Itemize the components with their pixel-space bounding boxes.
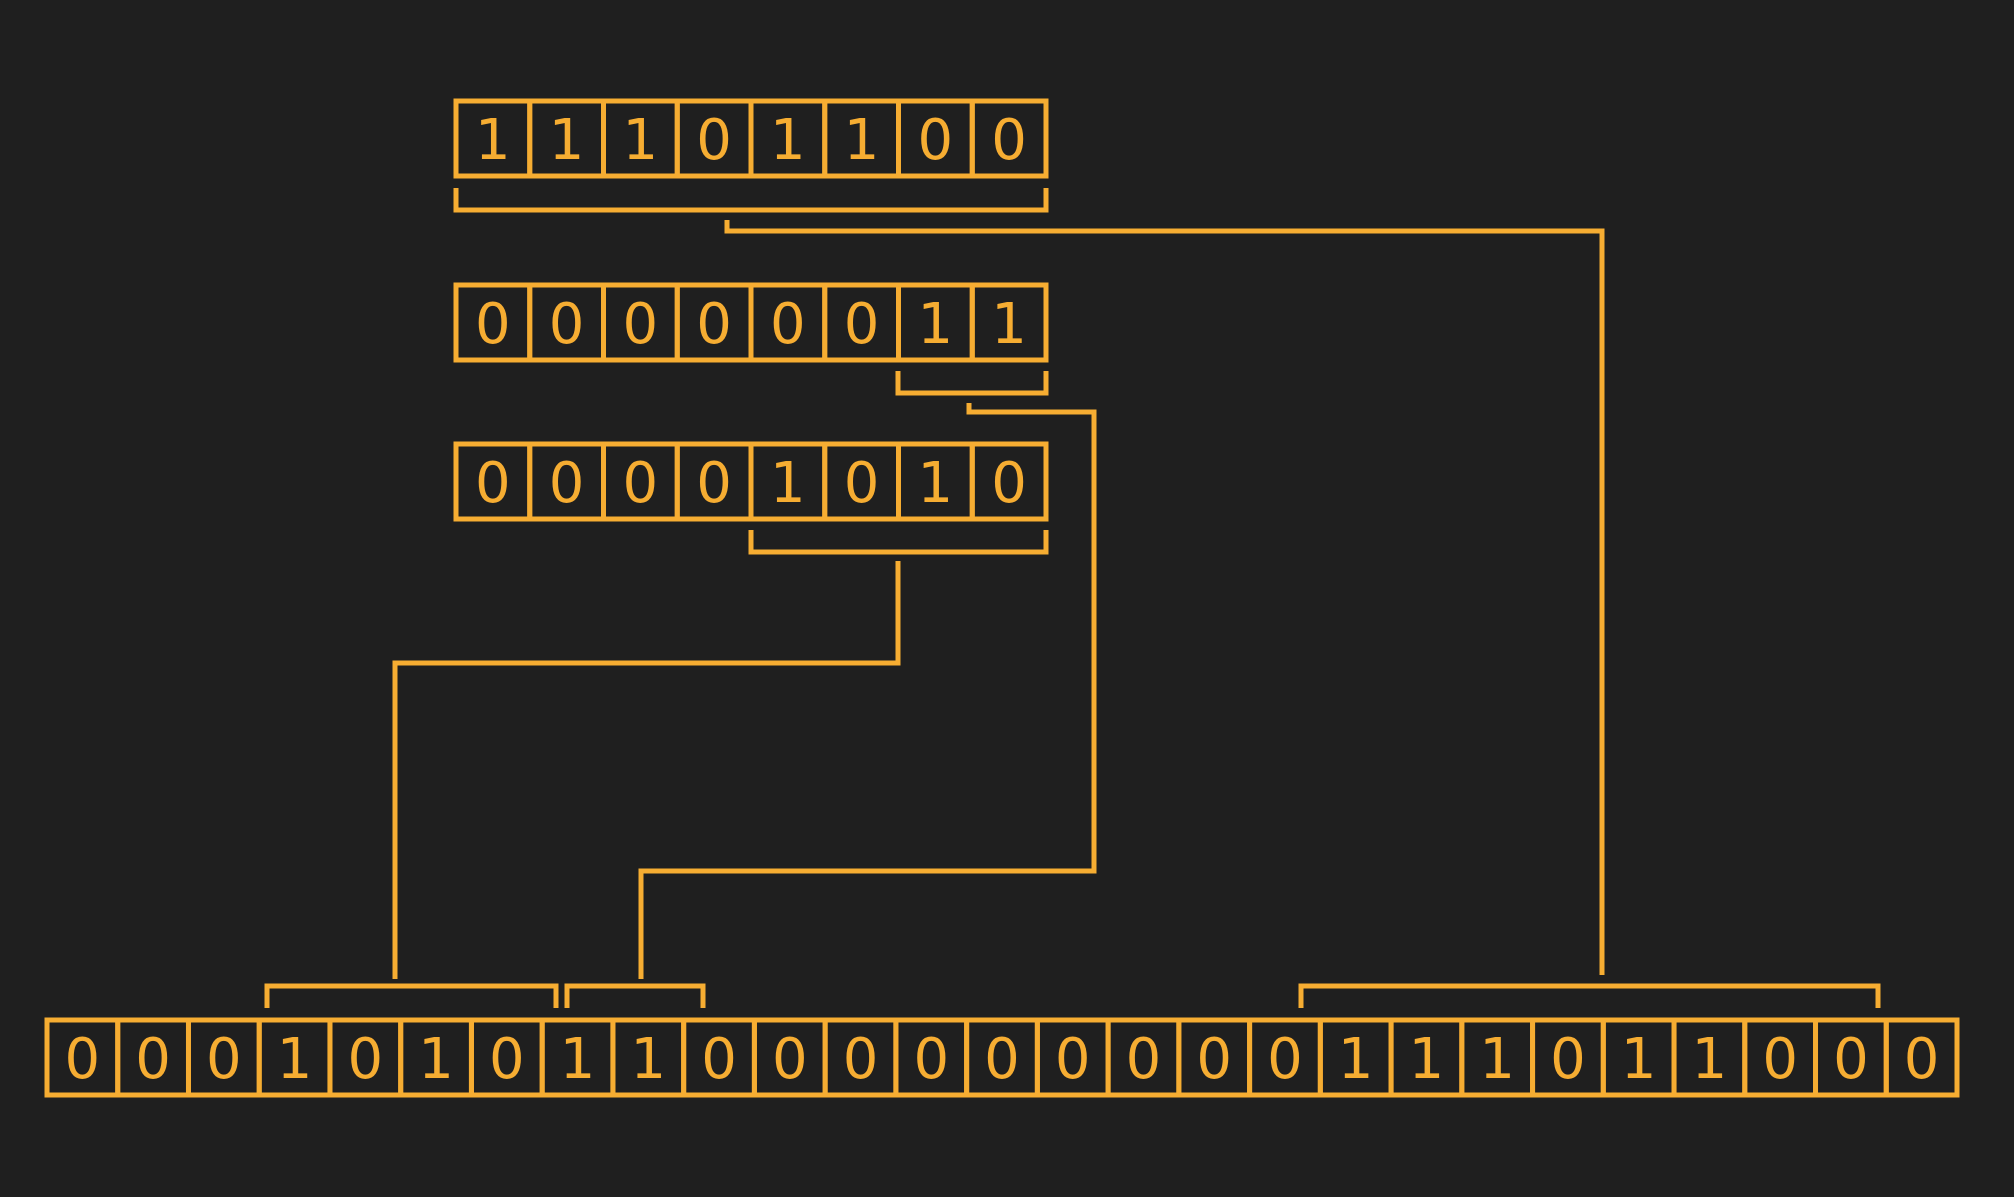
bit-value: 1 [1479, 1027, 1515, 1092]
bit-value: 1 [918, 451, 954, 516]
bit-value: 0 [623, 451, 659, 516]
bit-value: 0 [844, 451, 880, 516]
bit-value: 1 [1621, 1027, 1657, 1092]
bit-value: 0 [135, 1027, 171, 1092]
bit-value: 0 [696, 108, 732, 173]
bit-value: 0 [1550, 1027, 1586, 1092]
connector-byte-c-to-packed [392, 561, 901, 979]
bit-value: 1 [630, 1027, 666, 1092]
bit-value: 0 [475, 292, 511, 357]
bit-value: 0 [770, 292, 806, 357]
bit-cell [1883, 1017, 1960, 1098]
bit-value: 0 [549, 292, 585, 357]
bit-value: 0 [844, 292, 880, 357]
bit-value: 0 [1196, 1027, 1232, 1092]
bit-value: 0 [489, 1027, 525, 1092]
bit-value: 1 [918, 292, 954, 357]
bit-value: 0 [1267, 1027, 1303, 1092]
bracket-byte-a-all-bits [453, 188, 1049, 213]
bit-value: 0 [772, 1027, 808, 1092]
bit-value: 1 [277, 1027, 313, 1092]
bit-value: 0 [918, 108, 954, 173]
bit-value: 1 [560, 1027, 596, 1092]
bit-value: 1 [549, 108, 585, 173]
bit-value: 0 [701, 1027, 737, 1092]
bit-cell [969, 441, 1049, 522]
bit-value: 0 [348, 1027, 384, 1092]
bit-value: 0 [1833, 1027, 1869, 1092]
bit-value: 1 [623, 108, 659, 173]
bit-value: 1 [991, 292, 1027, 357]
bit-value: 0 [696, 292, 732, 357]
bit-value: 1 [418, 1027, 454, 1092]
bit-value: 0 [549, 451, 585, 516]
bracket-byte-c-low-4-bits [748, 530, 1049, 555]
bit-value: 1 [1409, 1027, 1445, 1092]
bit-value: 1 [475, 108, 511, 173]
bit-value: 0 [475, 451, 511, 516]
bit-value: 0 [1055, 1027, 1091, 1092]
bracket-packed-nibble-field [264, 983, 559, 1008]
bit-value: 1 [1338, 1027, 1374, 1092]
connector-byte-a-to-packed [724, 220, 1605, 975]
bit-value: 0 [984, 1027, 1020, 1092]
bit-value: 0 [206, 1027, 242, 1092]
bit-cell [969, 282, 1049, 363]
bit-value: 0 [65, 1027, 101, 1092]
bracket-packed-2bit-field [564, 983, 706, 1008]
bit-value: 1 [770, 451, 806, 516]
bit-value: 1 [770, 108, 806, 173]
bit-value: 0 [991, 108, 1027, 173]
bracket-packed-byte-field [1298, 983, 1881, 1008]
bit-value: 1 [1692, 1027, 1728, 1092]
bit-value: 0 [1762, 1027, 1798, 1092]
bit-value: 0 [1126, 1027, 1162, 1092]
bit-value: 0 [843, 1027, 879, 1092]
bit-value: 0 [1904, 1027, 1940, 1092]
bit-value: 0 [991, 451, 1027, 516]
bit-cell [969, 98, 1049, 179]
bit-value: 0 [913, 1027, 949, 1092]
bit-value: 0 [623, 292, 659, 357]
bit-value: 1 [844, 108, 880, 173]
bracket-byte-b-low-2-bits [895, 371, 1049, 396]
bit-value: 0 [696, 451, 732, 516]
connector-byte-b-to-packed [638, 403, 1097, 979]
